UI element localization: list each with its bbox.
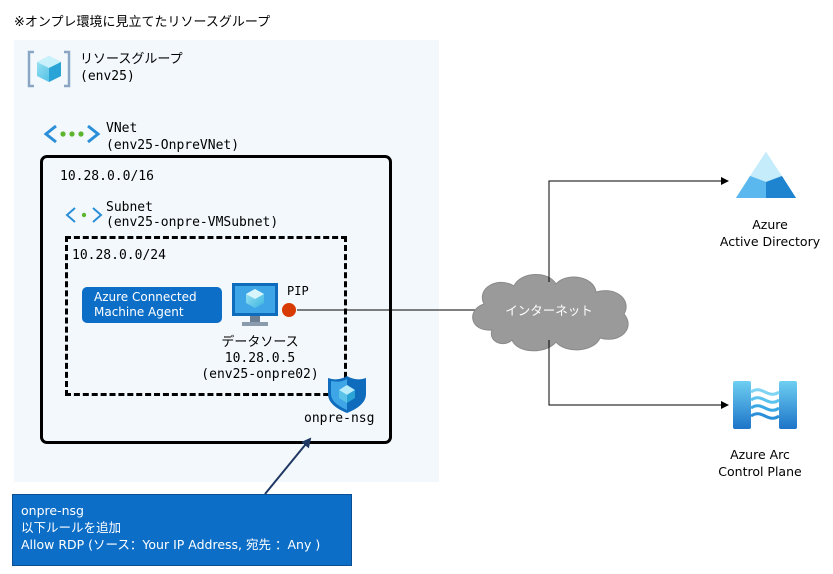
vm-label: データソース 10.28.0.5 (env25-onpre02) [180,335,340,383]
azure-ad-line2: Active Directory [719,234,821,249]
connected-machine-agent: Azure Connected Machine Agent [82,287,222,323]
azure-arc-icon [733,381,797,429]
subnet-icon [65,207,103,223]
azure-ad-label: Azure Active Directory [705,216,833,250]
callout-arrow [264,437,312,495]
vnet-cidr: 10.28.0.0/16 [60,169,154,184]
vm-ip: 10.28.0.5 [224,351,296,366]
internet-to-aad-connector [548,177,729,282]
azure-arc-line2: Control Plane [718,464,802,479]
internet-to-arc-connector [548,340,729,409]
resource-group-icon [27,50,71,88]
vm-id: (env25-onpre02) [201,367,319,382]
vm-icon [232,283,278,326]
vnet-label: VNet (env25-OnpreVNet) [106,120,239,154]
azure-arc-label: Azure Arc Control Plane [695,446,825,480]
vnet-icon [43,124,101,144]
vnet-name: VNet [106,121,138,136]
pip-dot-icon [282,303,296,317]
subnet-container [65,236,347,396]
resource-group-id: (env25) [80,69,135,84]
resource-group-panel [14,40,439,482]
subnet-cidr: 10.28.0.0/24 [72,248,166,263]
nsg-label: onpre-nsg [304,411,375,426]
subnet-id: (env25-onpre-VMSubnet) [106,215,279,230]
azure-ad-line1: Azure [752,217,788,232]
agent-line2: Machine Agent [94,305,184,319]
subnet-label: Subnet (env25-onpre-VMSubnet) [106,200,278,230]
nsg-shield-icon [328,376,366,413]
pip-label: PIP [287,284,309,298]
vm-name: データソース [221,335,299,350]
internet-label: インターネット [505,303,593,318]
azure-arc-line1: Azure Arc [730,447,790,462]
agent-line1: Azure Connected [94,290,197,304]
azure-ad-icon [736,152,796,198]
diagram-heading: ※オンプレ環境に見立てたリソースグループ [14,15,271,30]
callout-subtitle: 以下ルールを追加 [21,520,122,535]
callout-rule: Allow RDP (ソース：Your IP Address, 宛先 ：Any … [21,537,321,552]
subnet-name: Subnet [106,200,153,215]
nsg-callout: onpre-nsg 以下ルールを追加 Allow RDP (ソース：Your I… [12,494,352,566]
vnet-id: (env25-OnpreVNet) [106,138,240,153]
vnet-container [40,155,392,444]
callout-title: onpre-nsg [21,503,84,518]
internet-cloud-icon [472,274,629,352]
resource-group-label: リソースグループ (env25) [80,51,183,85]
resource-group-name: リソースグループ [80,52,183,67]
